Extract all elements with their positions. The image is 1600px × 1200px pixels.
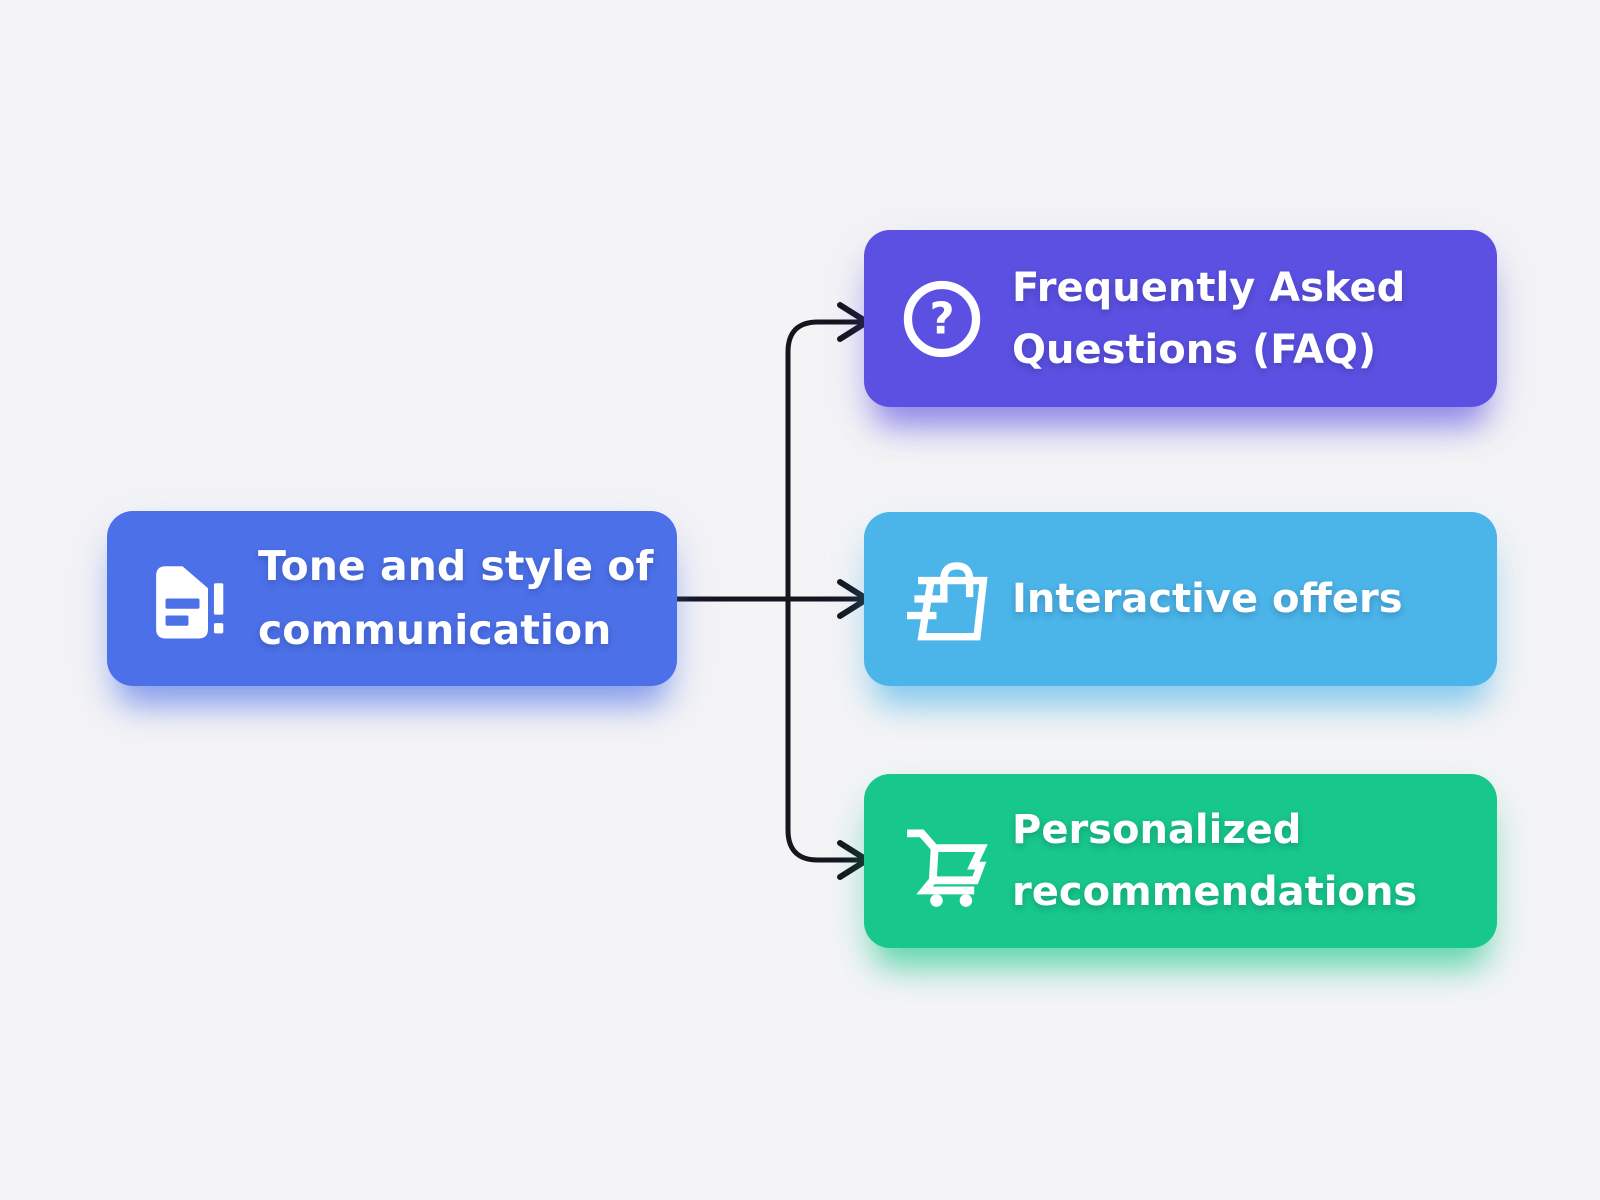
- svg-text:?: ?: [929, 294, 954, 344]
- document-alert-icon: [140, 556, 225, 641]
- node-label: Tone and style of communication: [258, 541, 654, 654]
- shopping-cart-icon: [896, 815, 988, 907]
- node-tone-style: Tone and style of communication: [107, 511, 677, 686]
- question-circle-icon: ?: [896, 273, 988, 365]
- fast-shopping-bag-icon: [896, 553, 988, 645]
- node-label: Personalized recommendations: [1012, 807, 1418, 915]
- node-interactive-offers: Interactive offers: [864, 512, 1497, 686]
- connector-trunk: [785, 319, 863, 863]
- node-personalized-recommendations: Personalized recommendations: [864, 774, 1497, 948]
- connector-arrows: [674, 302, 870, 880]
- node-label: Frequently Asked Questions (FAQ): [1012, 264, 1406, 373]
- node-faq: ? Frequently Asked Questions (FAQ): [864, 230, 1497, 407]
- node-label: Interactive offers: [1012, 576, 1403, 622]
